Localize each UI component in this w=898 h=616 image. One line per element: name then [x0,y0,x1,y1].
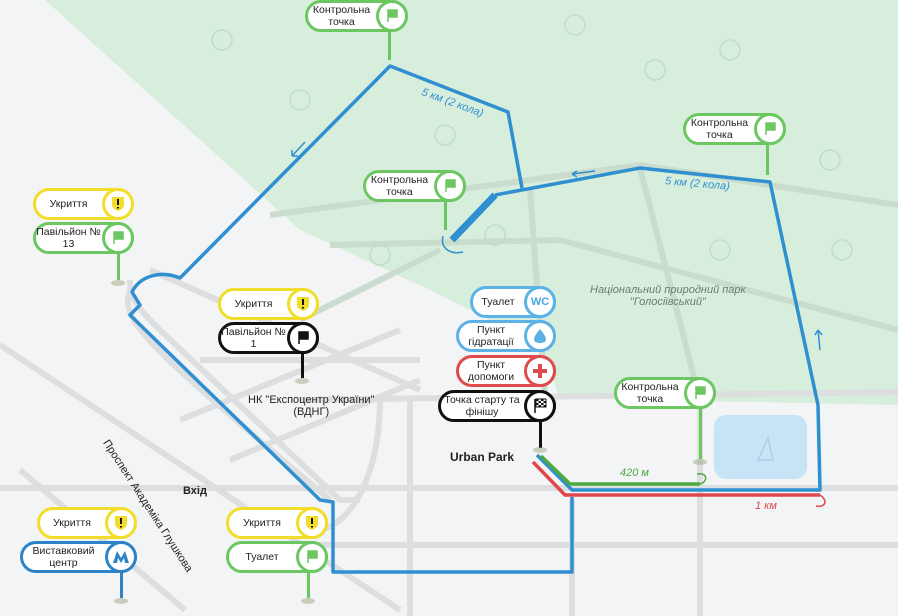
shield-exclamation-icon [102,188,134,220]
flag-icon [287,322,319,354]
urban-park-label: Urban Park [450,450,515,464]
park-name-line1: Національний природний парк [590,284,746,296]
direction-arrows [291,141,823,351]
distance-420m: 420 м [620,467,649,479]
route-1km [531,460,820,497]
flag-icon [434,170,466,202]
park-area [45,0,898,405]
wc-icon: WC [524,286,556,318]
shield-exclamation-icon [105,507,137,539]
pin-stem [307,570,310,598]
cross-icon [524,355,556,387]
route-5km-connector [449,192,498,243]
expo-line2: (ВДНГ) [293,406,330,418]
expo-center-name: НК "Експоцентр України" (ВДНГ) [248,394,374,418]
lake [714,415,807,479]
shield-exclamation-icon [296,507,328,539]
pin-dot [533,447,547,453]
pin-stem [444,200,447,230]
route-420m [539,454,700,486]
park-name: Національний природний парк "Голосіївськ… [590,284,746,308]
pin-stem [301,350,304,378]
park-name-line2: "Голосіївський" [629,296,706,308]
flag-icon [684,377,716,409]
shield-exclamation-icon [287,288,319,320]
pin-stem [120,570,123,598]
metro-icon [105,541,137,573]
flag-icon [376,0,408,32]
pin-stem [539,420,542,448]
drop-icon [524,320,556,352]
pin-stem [699,407,702,459]
pin-stem [766,143,769,175]
pin-stem [117,252,120,280]
expo-line1: НК "Експоцентр України" [248,394,375,406]
flag-icon [296,541,328,573]
entrance-label: Вхід [183,485,207,497]
sail-icon [756,435,774,461]
checkered-flag-icon [524,390,556,422]
pin-dot [295,378,309,384]
turnaround-420-icon [696,473,707,485]
turnaround-1km-icon [815,494,826,508]
pin-dot [114,598,128,604]
trees [211,14,853,266]
flag-icon [102,222,134,254]
route-5km [128,64,822,574]
pin-stem [388,30,391,60]
distance-1km: 1 км [755,500,777,512]
flag-icon [754,113,786,145]
pin-dot [693,459,707,465]
pin-dot [111,280,125,286]
pin-dot [301,598,315,604]
